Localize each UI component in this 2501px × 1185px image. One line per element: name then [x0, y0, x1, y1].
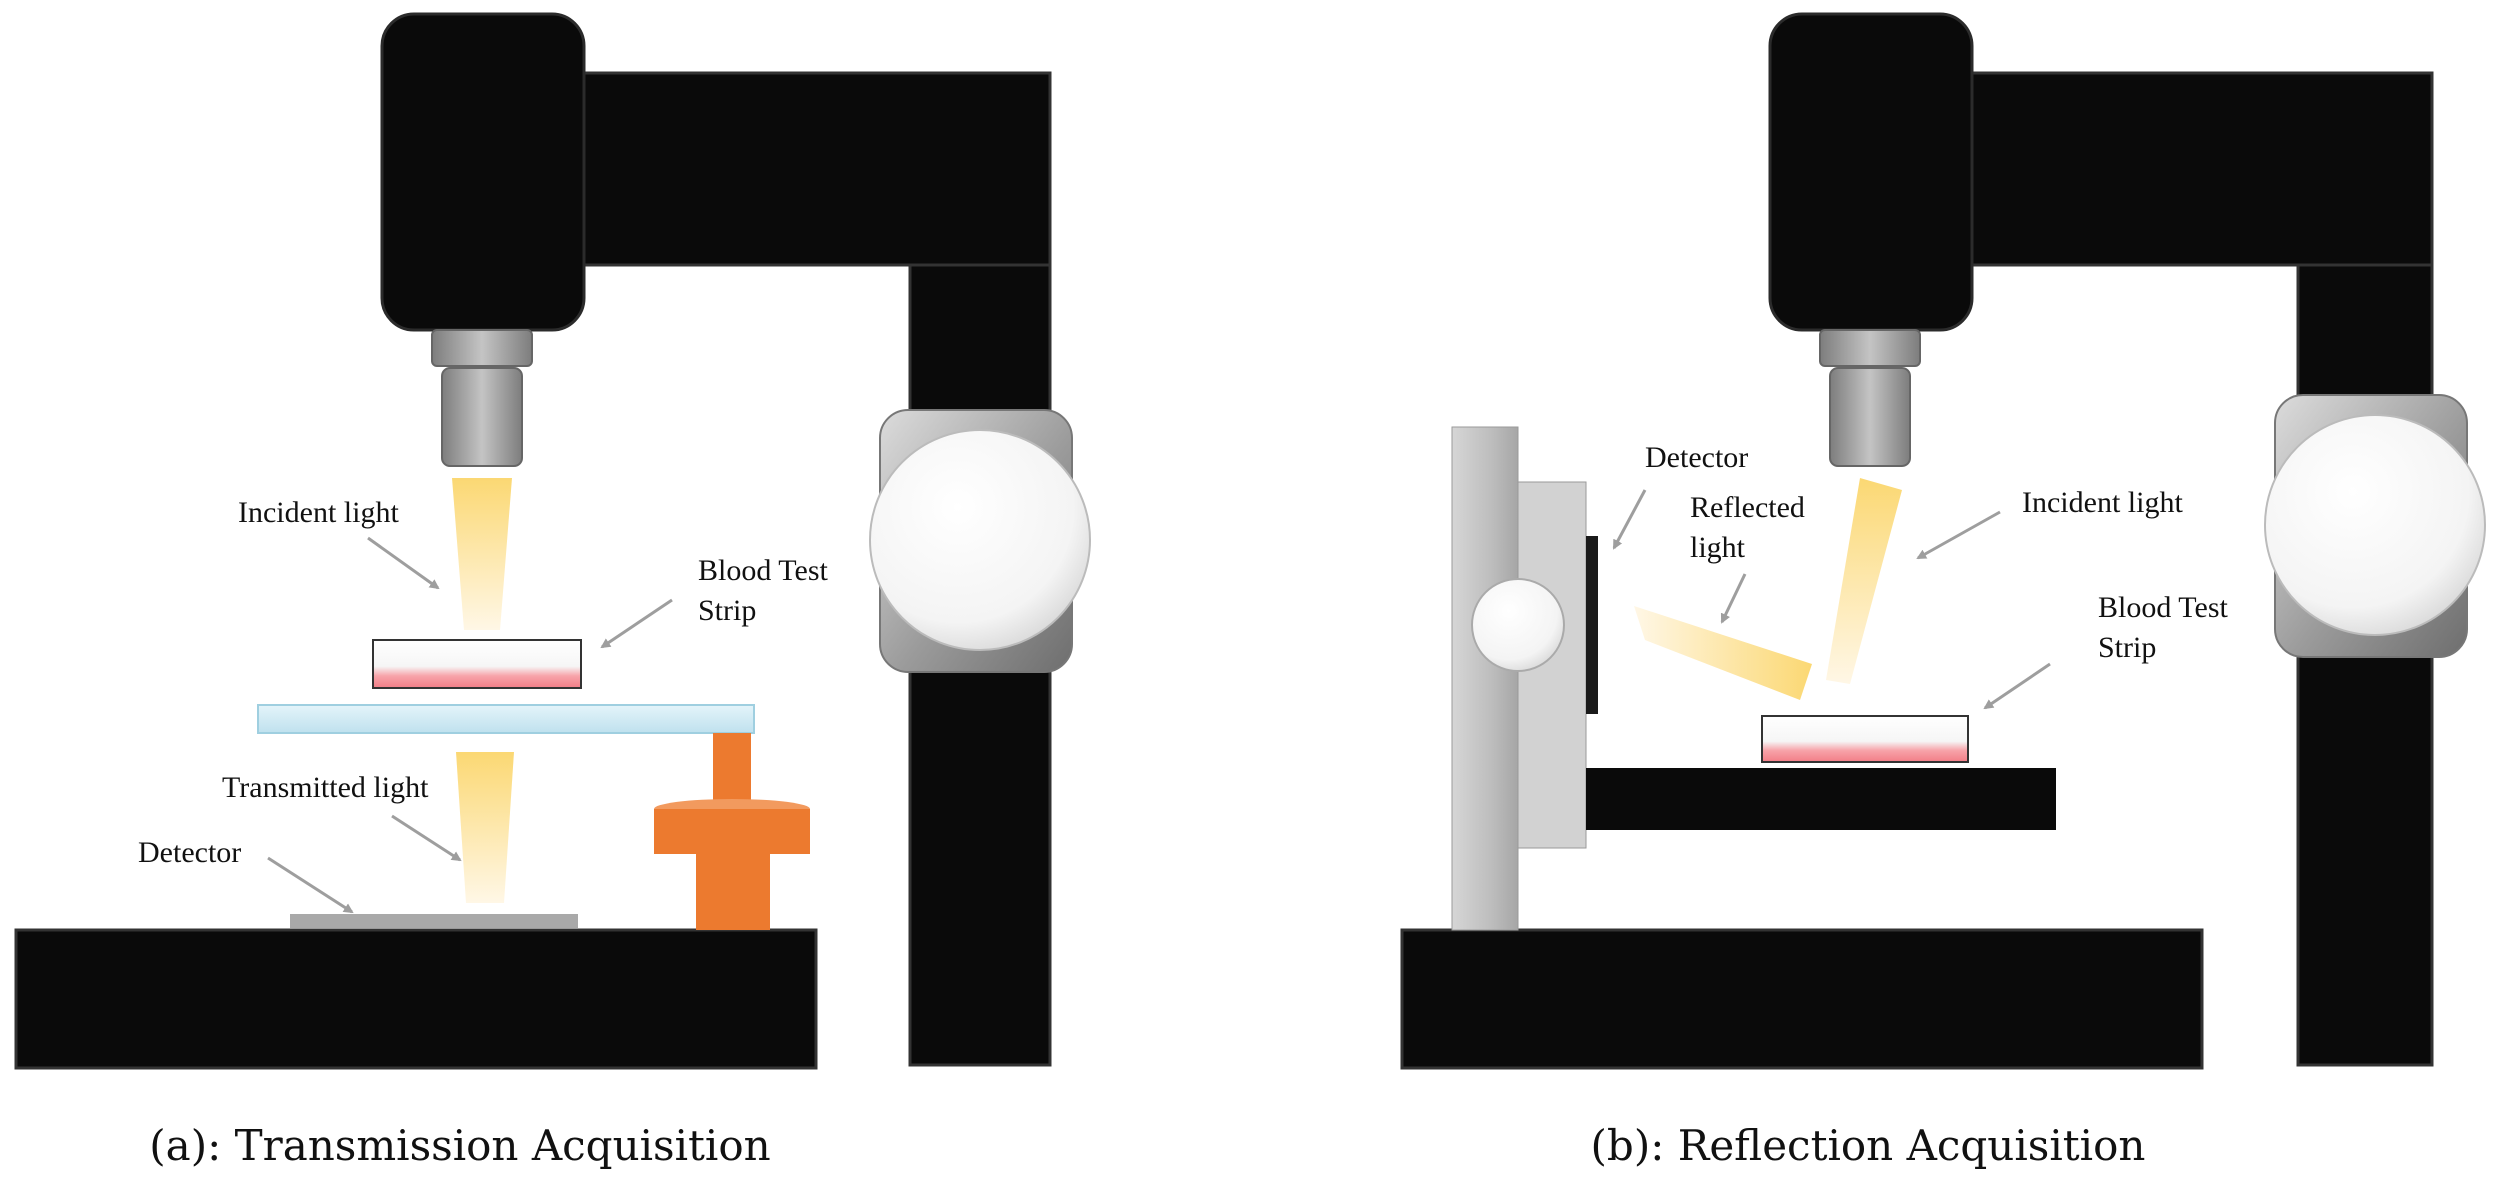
- orange-support-upper: [713, 733, 751, 809]
- arrow-blood-test-strip: [600, 598, 673, 649]
- caption-a: (a): Transmission Acquisition: [149, 1121, 770, 1170]
- arrow-detector: [1612, 489, 1647, 550]
- arrow-transmitted-light: [391, 814, 462, 862]
- camera-body-icon: [380, 12, 586, 332]
- lens-barrel-icon: [1829, 367, 1911, 467]
- lens-icon: [431, 329, 533, 367]
- reflected-light-beam: [1634, 606, 1812, 700]
- label-blood-test-strip-line1: Blood Test: [698, 554, 829, 587]
- label-blood-test-strip-line2: Strip: [2098, 631, 2156, 664]
- base-platform: [14, 928, 818, 1070]
- sample-platform: [1586, 768, 2056, 830]
- arrow-incident-light: [1916, 510, 2001, 560]
- label-transmitted-light: Transmitted light: [222, 771, 429, 804]
- detector-plate: [290, 914, 578, 928]
- arrow-incident-light: [367, 536, 440, 590]
- label-reflected-light-line1: Reflected: [1690, 491, 1805, 524]
- label-detector: Detector: [138, 836, 241, 869]
- round-knob-icon: [2264, 414, 2486, 636]
- arrow-detector: [267, 856, 354, 914]
- orange-support-lower: [696, 854, 770, 930]
- label-incident-light: Incident light: [238, 496, 399, 529]
- incident-light-beam: [452, 478, 512, 630]
- round-knob-icon: [869, 429, 1091, 651]
- lens-barrel-icon: [441, 367, 523, 467]
- panel-b: Detector Reflected light Incident light …: [1400, 12, 2486, 1170]
- label-blood-test-strip-line2: Strip: [698, 594, 756, 627]
- frame-arm-horizontal: [1948, 71, 2434, 267]
- frame-arm-horizontal: [558, 71, 1052, 267]
- transmitted-light-beam: [456, 752, 514, 903]
- caption-b: (b): Reflection Acquisition: [1591, 1121, 2146, 1170]
- label-blood-test-strip-line1: Blood Test: [2098, 591, 2229, 624]
- label-detector: Detector: [1645, 441, 1748, 474]
- glass-stage: [257, 704, 755, 734]
- frame-arm-vertical: [2296, 263, 2434, 1067]
- mount-knob-icon: [1471, 578, 1565, 672]
- panel-a: Incident light Blood Test Strip Transmit…: [14, 12, 1091, 1170]
- arrow-blood-test-strip: [1983, 662, 2051, 710]
- blood-test-strip: [1761, 715, 1969, 763]
- orange-support-flange: [654, 809, 810, 854]
- camera-body-icon: [1768, 12, 1974, 332]
- lens-icon: [1819, 329, 1921, 367]
- arrow-reflected-light: [1720, 573, 1747, 624]
- label-reflected-light-line2: light: [1690, 531, 1746, 564]
- detector-post: [1451, 426, 1519, 931]
- detector-sensor: [1586, 536, 1598, 714]
- label-incident-light: Incident light: [2022, 486, 2183, 519]
- incident-light-beam: [1826, 478, 1902, 684]
- blood-test-strip: [372, 639, 582, 689]
- base-platform: [1400, 928, 2204, 1070]
